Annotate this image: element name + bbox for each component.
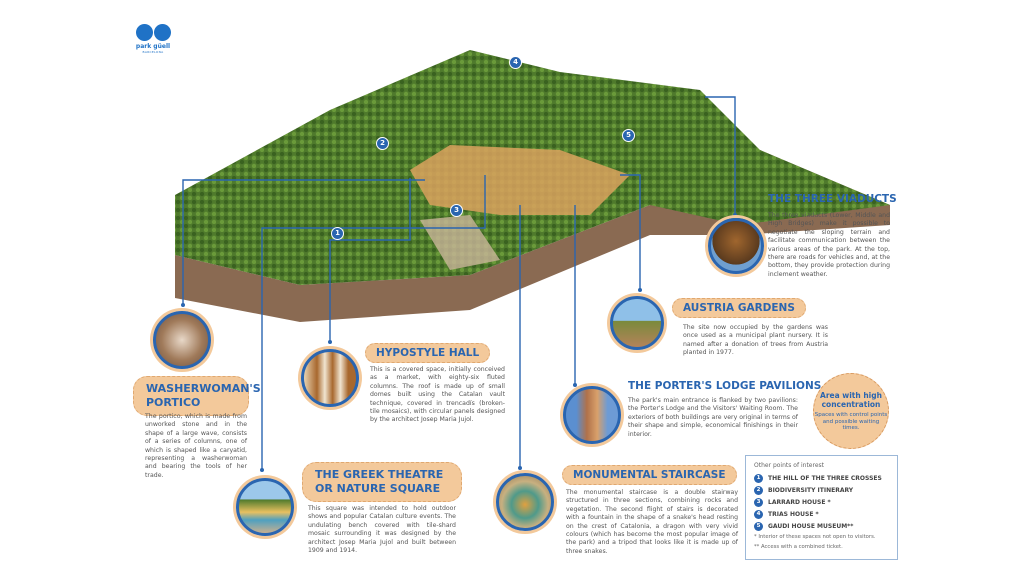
washerwoman-text: The portico, which is made from unworked… [145,413,247,479]
map-marker-4[interactable]: 4 [509,56,522,69]
porters-lodge-title: THE PORTER'S LODGE PAVILIONS [628,380,822,392]
staircase-text: The monumental staircase is a double sta… [566,489,738,555]
map-marker-5[interactable]: 5 [622,129,635,142]
porters-lodge-photo [563,386,621,444]
viaducts-photo [708,218,764,274]
central-square [410,145,630,215]
austria-gardens-title: AUSTRIA GARDENS [672,298,806,318]
austria-gardens-photo [610,296,664,350]
poi-note: * Interior of these spaces not open to v… [754,534,876,540]
hypostyle-title: HYPOSTYLE HALL [365,343,491,363]
map-marker-1[interactable]: 1 [331,227,344,240]
poi-note: ** Access with a combined ticket. [754,544,843,550]
entrance-area [420,215,500,270]
staircase-title: MONUMENTAL STAIRCASE [562,465,737,485]
staircase-photo [496,473,554,531]
greek-theatre-photo [236,478,294,536]
connector-lines [182,96,736,470]
porters-lodge-text: The park's main entrance is flanked by t… [628,397,798,438]
greek-theatre-text: This square was intended to hold outdoor… [308,505,456,555]
greek-theatre-title: THE GREEK THEATRE OR NATURE SQUARE [302,462,462,502]
hypostyle-photo [301,349,359,407]
viaducts-title: THE THREE VIADUCTS [768,193,897,205]
map-marker-3[interactable]: 3 [450,204,463,217]
washerwoman-title: WASHERWOMAN'S PORTICO [133,376,261,416]
park-guell-logo: park güell BARCELONA [133,24,173,54]
washerwoman-photo [153,311,211,369]
viaducts-text: The three viaducts (Lower, Middle and Hi… [768,212,890,278]
hypostyle-text: This is a covered space, initially conce… [370,366,505,424]
map-marker-2[interactable]: 2 [376,137,389,150]
high-concentration-badge: Area with high concentration Spaces with… [813,373,889,449]
austria-gardens-text: The site now occupied by the gardens was… [683,324,828,357]
